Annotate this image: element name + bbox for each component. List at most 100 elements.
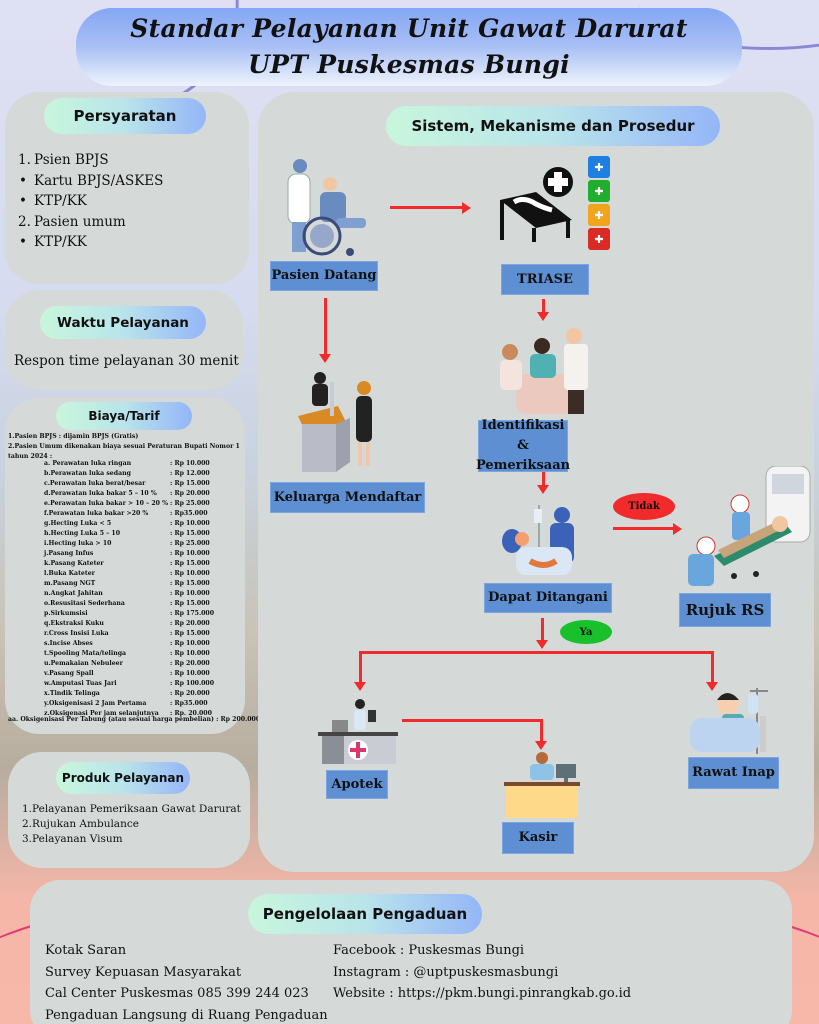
step-apotek: Apotek — [326, 770, 388, 799]
tarif-item-price: : Rp35.000 — [170, 700, 208, 707]
tarif-row: b.Perawatan luka sedang: Rp 12.000 — [44, 469, 214, 479]
tarif-item-name: x.Tindik Telinga — [44, 690, 100, 697]
list-marker: • — [19, 193, 27, 209]
step-dapat-ditangani: Dapat Ditangani — [484, 583, 612, 613]
tarif-item-name: d.Perawatan luka bakar 5 – 10 % — [44, 490, 157, 497]
tarif-item-price: : Rp 10.000 — [170, 460, 210, 467]
triage-bed-icon — [500, 167, 573, 242]
waktu-heading: Waktu Pelayanan — [40, 306, 206, 339]
pengaduan-heading: Pengelolaan Pengaduan — [248, 894, 482, 934]
tarif-item-name: p.Sirkumsisi — [44, 610, 88, 617]
tarif-item-price: : Rp 15.000 — [170, 530, 210, 537]
tarif-item-price: : Rp 20.000 — [170, 490, 210, 497]
pengaduan-item: Kotak Saran — [45, 943, 127, 958]
arrow-head — [535, 741, 547, 750]
tarif-item-price: : Rp35.000 — [170, 510, 208, 517]
step-identifikasi-pemeriksaan: Identifikasi & Pemeriksaan — [475, 418, 571, 473]
waktu-card — [5, 290, 243, 390]
arrow-head — [354, 682, 366, 691]
persyaratan-item: 2.Pasien umum — [18, 212, 163, 233]
tarif-row: y.Oksigenisasi 2 Jam Pertama : Rp35.000 — [44, 699, 214, 709]
arrow-triase-to-identifikasi — [542, 299, 545, 313]
tarif-item-name: l.Buka Kateter — [44, 570, 95, 577]
arrow-identifikasi-to-dapat-ditangani — [542, 472, 545, 486]
triage-level-icon: ✚ — [588, 228, 610, 250]
tarif-row: z.Oksigenasi Per jam selanjutnya: Rp. 20… — [44, 709, 214, 719]
tarif-item-name: q.Ekstraksi Kuku — [44, 620, 104, 627]
persyaratan-item-text: Kartu BPJS/ASKES — [34, 172, 164, 189]
persyaratan-item-text: Pasien umum — [34, 213, 126, 230]
persyaratan-item: •Kartu BPJS/ASKES — [18, 171, 163, 192]
pengaduan-item: Pengaduan Langsung di Ruang Pengaduan — [45, 1007, 328, 1023]
tarif-item-price: : Rp 12.000 — [170, 470, 210, 477]
tarif-row: g.Hecting Luka < 5 : Rp 10.000 — [44, 519, 214, 529]
tarif-row-last: aa. Oksigenisasi Per Tabung (atau sesuai… — [8, 716, 261, 723]
tarif-item-name: y.Oksigenisasi 2 Jam Pertama — [44, 700, 147, 707]
persyaratan-item: •KTP/KK — [18, 191, 163, 212]
arrow-apotek-to-kasir-down — [540, 719, 543, 744]
tarif-item-price: : Rp 20.000 — [170, 690, 210, 697]
triage-level-icon: ✚ — [588, 180, 610, 202]
cashier-desk-illustration — [504, 752, 580, 818]
tarif-row: c.Perawatan luka berat/besar: Rp 15.000 — [44, 479, 214, 489]
tarif-row: r.Cross Insisi Luka : Rp 15.000 — [44, 629, 214, 639]
decision-ya: Ya — [560, 620, 612, 644]
tarif-item-price: : Rp 25.000 — [170, 500, 210, 507]
tarif-item-price: : Rp 10.000 — [170, 590, 210, 597]
tarif-item-name: h.Hecting Luka 5 – 10 — [44, 530, 121, 537]
tarif-item-name: m.Pasang NGT — [44, 580, 96, 587]
tarif-item-price: : Rp 15.000 — [170, 630, 210, 637]
tarif-item-name: g.Hecting Luka < 5 — [44, 520, 112, 527]
title-line-2: UPT Puskesmas Bungi — [248, 50, 570, 79]
tarif-item-price: : Rp 10.000 — [170, 650, 210, 657]
tarif-item-name: j.Pasang Infus — [44, 550, 94, 557]
triage-color-legend: ✚✚✚✚ — [588, 156, 612, 252]
tarif-row: f.Perawatan luka bakar >20 %: Rp35.000 — [44, 509, 214, 519]
tarif-item-price: : Rp 100.000 — [170, 680, 215, 687]
tarif-row: u.Pemakaian Nebuleer: Rp 20.000 — [44, 659, 214, 669]
step-rawat-inap: Rawat Inap — [688, 757, 779, 789]
pengaduan-item: Survey Kepuasan Masyarakat — [45, 964, 242, 980]
arrow-dapat-ditangani-down — [541, 618, 544, 644]
tarif-item-price: : Rp 25.000 — [170, 540, 210, 547]
arrow-head — [537, 485, 549, 494]
tarif-table: a. Perawatan luka ringan : Rp 10.000 b.Per… — [44, 459, 214, 719]
arrow-head — [536, 640, 548, 649]
tarif-row: a. Perawatan luka ringan : Rp 10.000 — [44, 459, 214, 469]
tarif-item-price: : Rp 20.000 — [170, 620, 210, 627]
treatment-illustration — [502, 505, 574, 575]
step-rujuk-rs: Rujuk RS — [679, 593, 771, 627]
tarif-row: e.Perawatan luka bakar > 10 – 20 %: Rp 2… — [44, 499, 214, 509]
arrow-tidak-to-rujuk — [613, 527, 675, 530]
tarif-item-name: s.Incise Abses — [44, 640, 93, 647]
tarif-row: s.Incise Abses : Rp 10.000 — [44, 639, 214, 649]
tarif-item-name: c.Perawatan luka berat/besar — [44, 480, 146, 487]
arrow-branch-to-rawat-inap — [711, 651, 714, 685]
persyaratan-item: 1.Psien BPJS — [18, 150, 163, 171]
arrow-apotek-to-kasir — [402, 719, 543, 722]
pengaduan-item: Cal Center Puskesmas 085 399 244 023 — [45, 986, 309, 1001]
tarif-item-name: o.Resusitasi Sederhana — [44, 600, 125, 607]
tarif-row: v.Pasang Spall: Rp 10.000 — [44, 669, 214, 679]
title-line-1: Standar Pelayanan Unit Gawat Darurat — [130, 14, 688, 43]
arrow-pasien-to-keluarga — [324, 298, 327, 356]
tarif-item-price: : Rp 15.000 — [170, 600, 210, 607]
tarif-item-name: r.Cross Insisi Luka — [44, 630, 109, 637]
arrow-branch-to-apotek — [359, 651, 362, 685]
tarif-card — [5, 398, 245, 734]
tarif-item-price: : Rp 10.000 — [170, 640, 210, 647]
pengaduan-contact: Facebook : Puskesmas Bungi — [333, 943, 525, 958]
tarif-item-price: : Rp 10.000 — [170, 520, 210, 527]
tarif-item-price: : Rp 10.000 — [170, 550, 210, 557]
arrow-pasien-to-triase — [390, 206, 464, 209]
tarif-intro-bpjs: 1.Pasien BPJS : dijamin BPJS (Gratis) — [8, 433, 139, 440]
list-marker: 2. — [18, 213, 31, 230]
tarif-item-name: a. Perawatan luka ringan — [44, 460, 132, 467]
pengaduan-contact: Website : https://pkm.bungi.pinrangkab.g… — [333, 986, 632, 1001]
examination-illustration — [500, 328, 588, 414]
ambulance-referral-illustration — [688, 466, 811, 586]
list-marker: 1. — [18, 152, 31, 168]
step-pasien-datang: Pasien Datang — [270, 261, 378, 291]
triage-level-icon: ✚ — [588, 204, 610, 226]
